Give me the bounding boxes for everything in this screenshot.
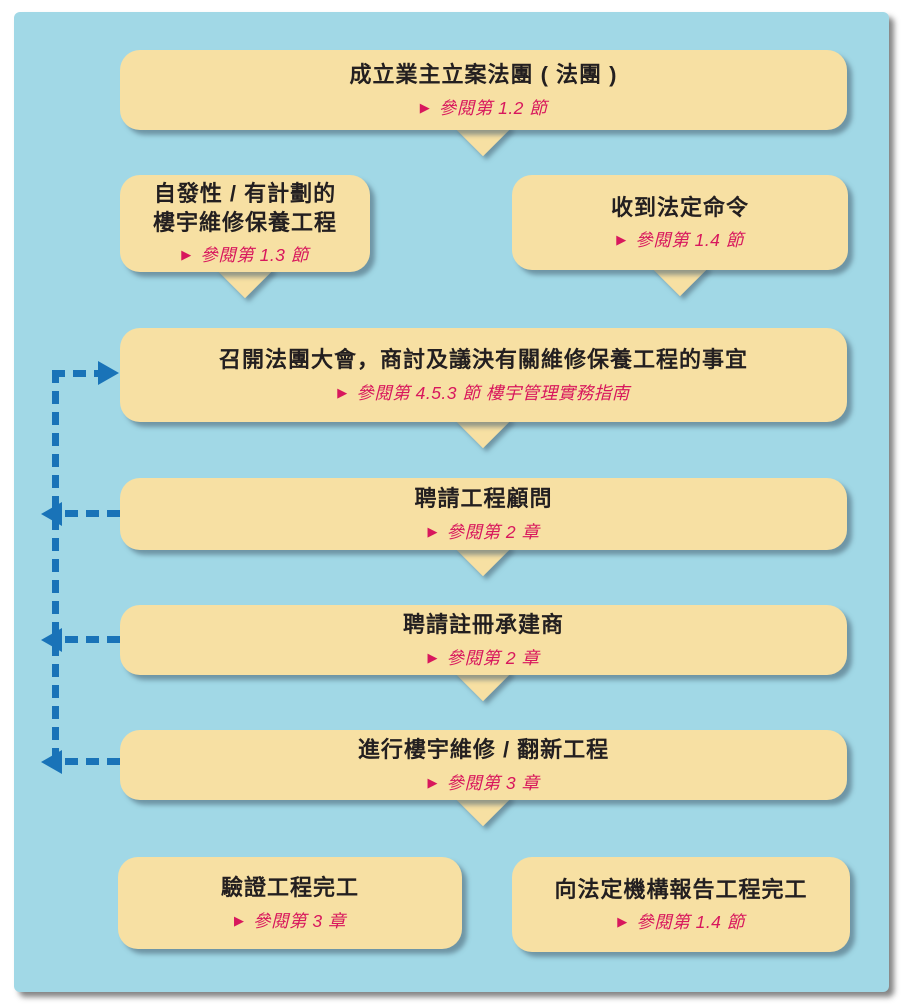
- ref-arrow-icon: ▶: [181, 247, 192, 263]
- node-oc-meeting: 召開法團大會，商討及議決有關維修保養工程的事宜 ▶ 參閱第 4.5.3 節 樓宇…: [120, 328, 847, 449]
- ref-arrow-icon: ▶: [617, 914, 628, 930]
- arrowhead-left-contractor-icon: [41, 628, 62, 652]
- node-reference: ▶ 參閱第 3 章: [234, 908, 346, 933]
- node-title: 驗證工程完工: [220, 875, 359, 901]
- ref-text: 參閱第 1.4 節: [636, 912, 745, 933]
- ref-text: 參閱第 4.5.3 節 樓宇管理實務指南: [356, 382, 630, 403]
- ref-arrow-icon: ▶: [419, 99, 430, 115]
- return-dashed-line-consultant: [63, 510, 120, 517]
- node-appoint-consultant: 聘請工程顧問 ▶ 參閱第 2 章: [120, 478, 847, 577]
- node-reference: ▶ 參閱第 2 章: [428, 519, 540, 544]
- node-title: 進行樓宇維修 / 翻新工程: [357, 737, 610, 763]
- node-title: 聘請註冊承建商: [402, 612, 564, 638]
- ref-arrow-icon: ▶: [427, 649, 438, 665]
- ref-arrow-icon: ▶: [427, 523, 438, 539]
- node-reference: ▶ 參閱第 1.4 節: [617, 909, 745, 934]
- ref-text: 參閱第 3 章: [446, 772, 540, 793]
- node-title: 成立業主立案法團 ( 法團 ): [349, 62, 618, 88]
- node-reference: ▶ 參閱第 4.5.3 節 樓宇管理實務指南: [337, 380, 630, 405]
- node-reference: ▶ 參閱第 2 章: [428, 645, 540, 670]
- ref-arrow-icon: ▶: [616, 232, 627, 248]
- node-reference: ▶ 參閱第 1.3 節: [181, 242, 309, 267]
- ref-text: 參閱第 1.4 節: [635, 230, 744, 251]
- ref-text: 參閱第 1.2 節: [438, 97, 548, 118]
- feedback-vertical-dashed-line: [52, 370, 59, 765]
- node-reference: ▶ 參閱第 1.2 節: [420, 95, 548, 120]
- node-reference: ▶ 參閱第 3 章: [428, 770, 540, 795]
- return-dashed-line-contractor: [63, 636, 120, 643]
- arrowhead-left-works-icon: [41, 750, 62, 774]
- node-title: 召開法團大會，商討及議決有關維修保養工程的事宜: [218, 347, 748, 373]
- node-certify-completion: 驗證工程完工 ▶ 參閱第 3 章: [118, 857, 462, 949]
- feedback-top-dashed-line: [52, 370, 99, 377]
- arrowhead-left-consultant-icon: [41, 502, 62, 526]
- node-reference: ▶ 參閱第 1.4 節: [616, 227, 744, 252]
- node-planned-works: 自發性 / 有計劃的 樓宇維修保養工程 ▶ 參閱第 1.3 節: [120, 175, 370, 299]
- ref-arrow-icon: ▶: [337, 384, 348, 400]
- node-title: 聘請工程顧問: [414, 486, 553, 512]
- return-dashed-line-works: [63, 758, 120, 765]
- node-title: 收到法定命令: [610, 194, 749, 220]
- node-title: 自發性 / 有計劃的 樓宇維修保養工程: [152, 180, 337, 235]
- ref-text: 參閱第 2 章: [446, 647, 540, 668]
- ref-arrow-icon: ▶: [234, 912, 245, 928]
- ref-text: 參閱第 1.3 節: [200, 245, 309, 266]
- node-report-completion: 向法定機構報告工程完工 ▶ 參閱第 1.4 節: [512, 857, 850, 952]
- ref-text: 參閱第 3 章: [253, 910, 346, 931]
- node-appoint-contractor: 聘請註冊承建商 ▶ 參閱第 2 章: [120, 605, 847, 702]
- node-title: 向法定機構報告工程完工: [554, 876, 808, 902]
- ref-arrow-icon: ▶: [427, 774, 438, 790]
- node-statutory-order: 收到法定命令 ▶ 參閱第 1.4 節: [512, 175, 848, 297]
- arrowhead-into-meeting-icon: [98, 361, 119, 385]
- node-form-oc: 成立業主立案法團 ( 法團 ) ▶ 參閱第 1.2 節: [120, 50, 847, 157]
- node-carry-out-works: 進行樓宇維修 / 翻新工程 ▶ 參閱第 3 章: [120, 730, 847, 827]
- ref-text: 參閱第 2 章: [446, 521, 540, 542]
